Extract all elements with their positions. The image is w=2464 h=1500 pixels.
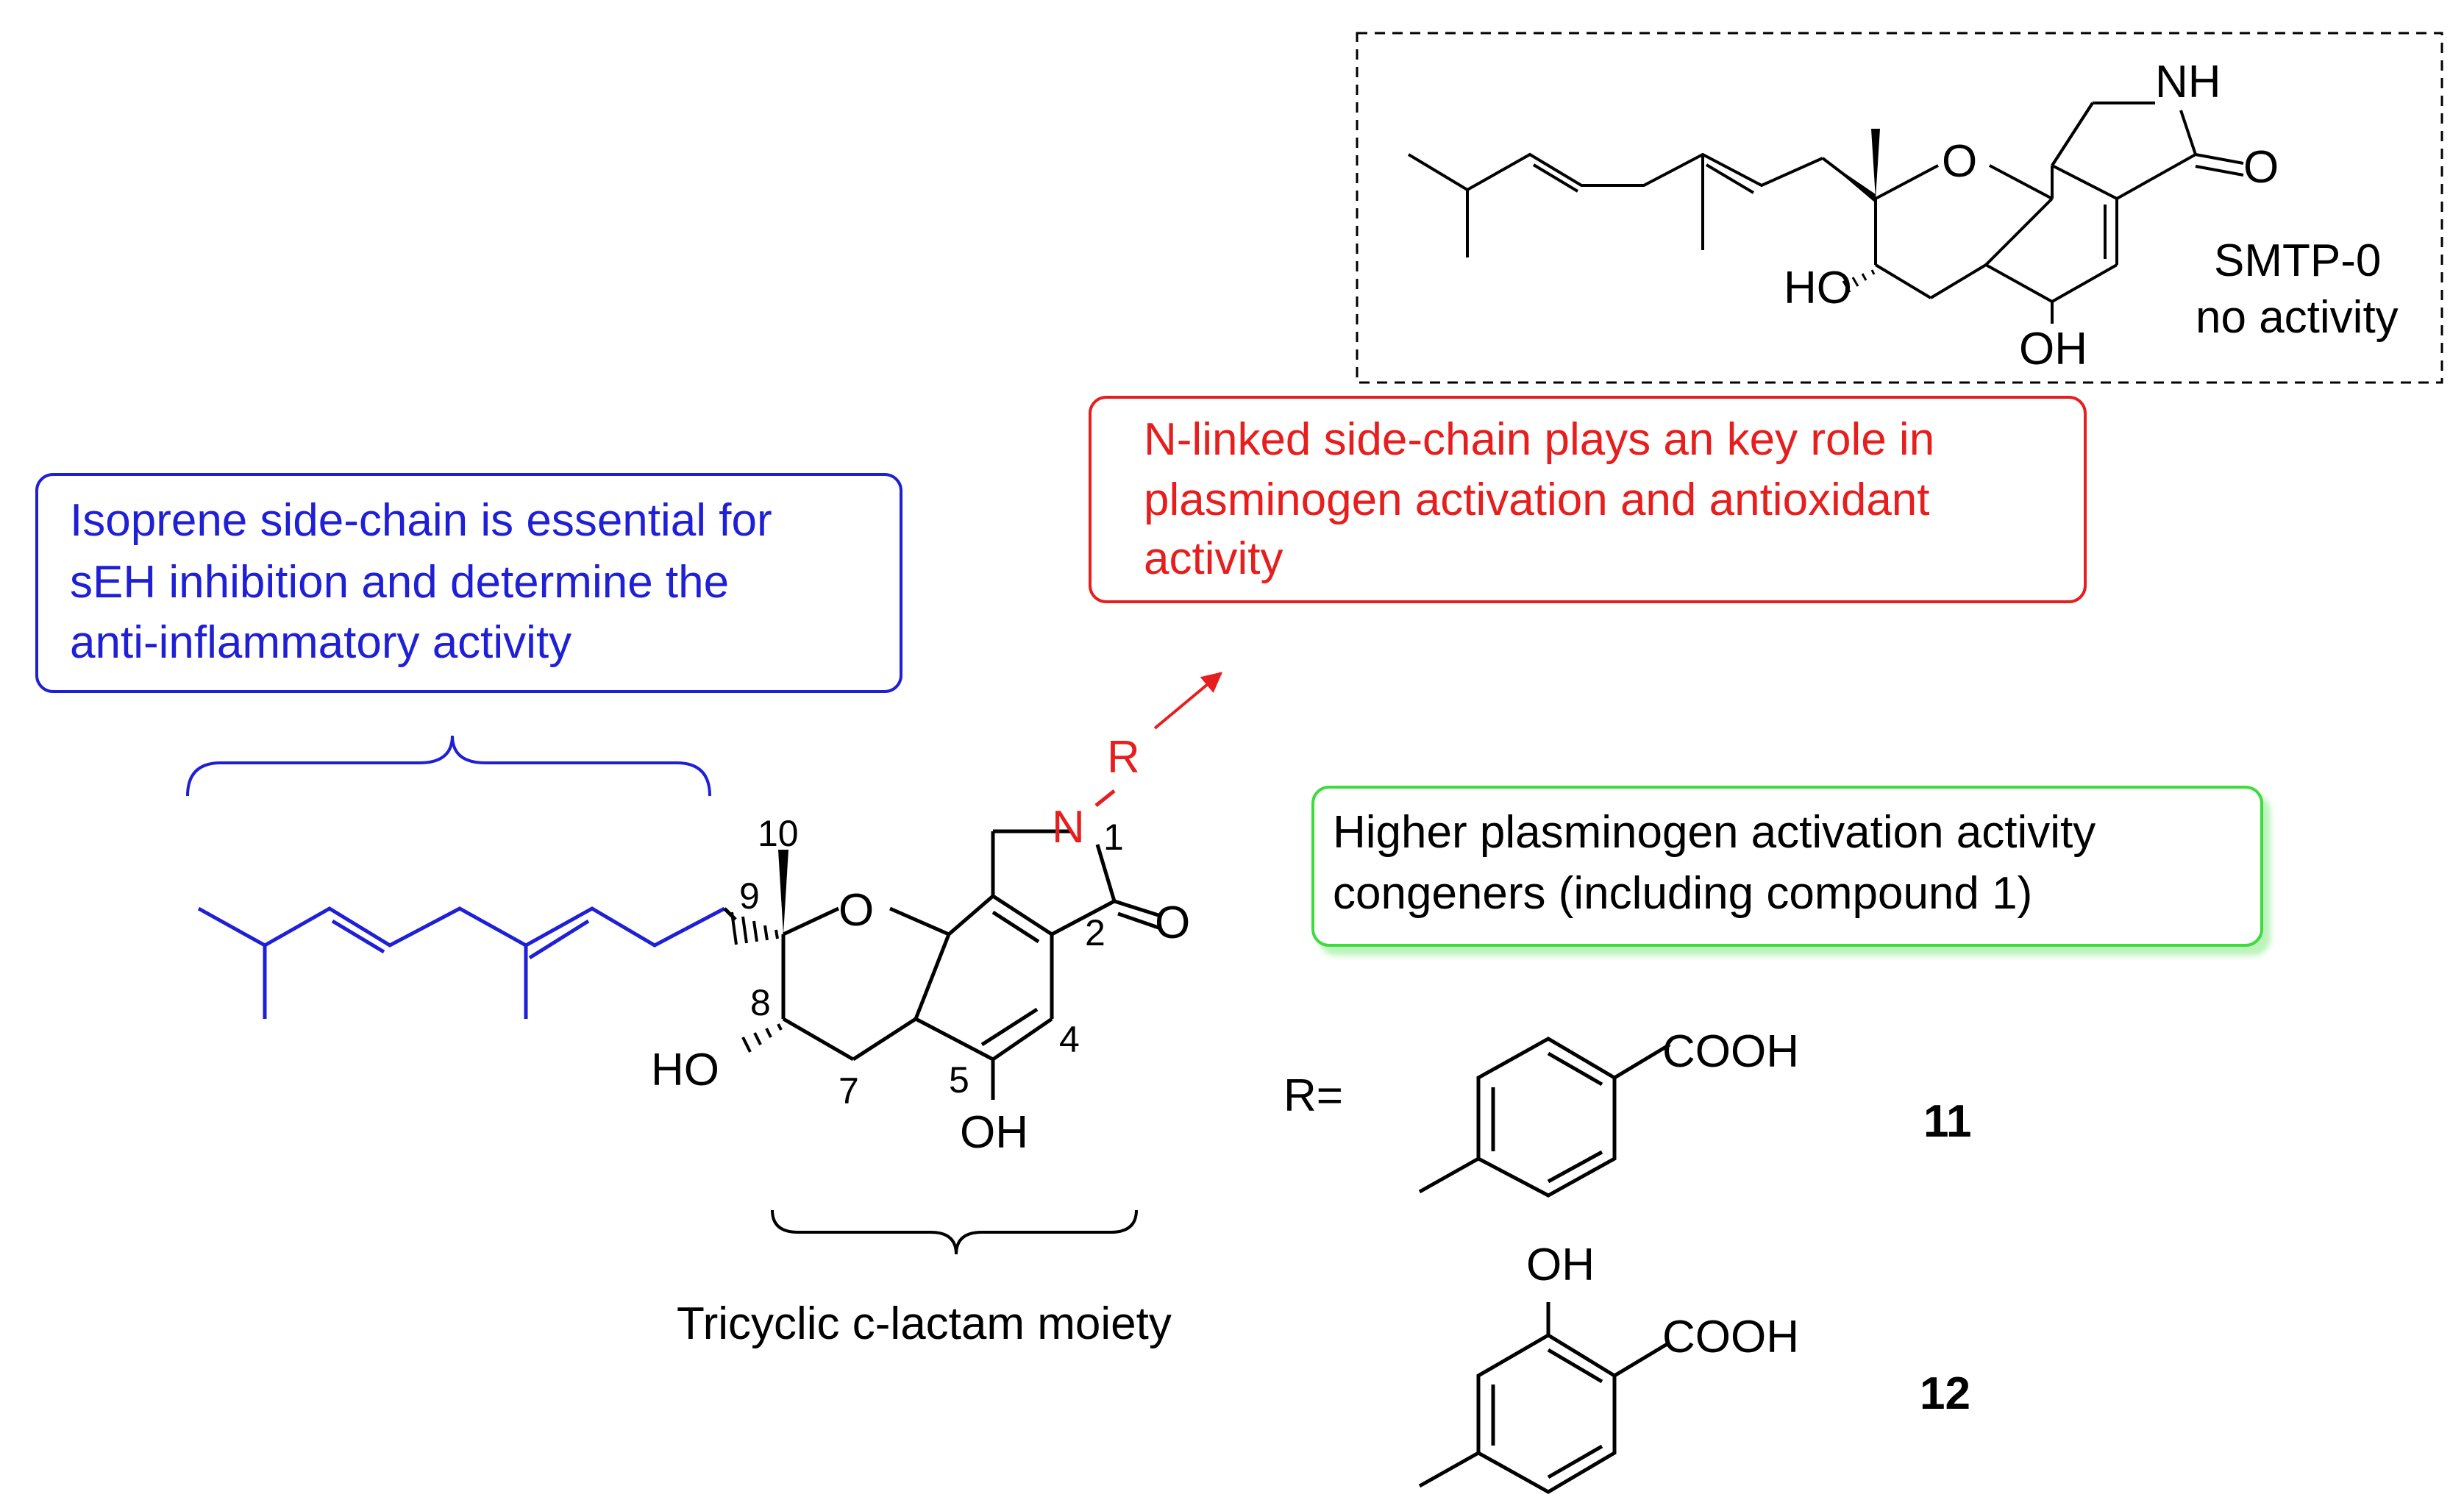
c10-methyl-wedge	[778, 850, 788, 934]
tricyclic-caption: Tricyclic c-lactam moiety	[677, 1298, 1172, 1349]
c9-chain-bond	[723, 907, 737, 921]
red-box: N-linked side-chain plays an key role in…	[1089, 396, 2087, 603]
smtp0-ring-system	[1821, 102, 2244, 324]
atom-number-1: 1	[1103, 817, 1124, 858]
atom-number-8: 8	[750, 982, 771, 1023]
r-equals-label: R=	[1283, 1070, 1343, 1121]
smtp0-geranyl-chain	[1407, 152, 1823, 257]
tricyclic-brace	[771, 1209, 1138, 1255]
atom-number-2: 2	[1085, 912, 1105, 953]
compound-12-label: 12	[1920, 1368, 1970, 1419]
red-box-line-1: N-linked side-chain plays an key role in	[1144, 414, 1934, 465]
red-box-line-3: activity	[1144, 533, 1283, 584]
smtp0-wedge-bond	[1823, 158, 1876, 203]
main-carbonyl-oxygen: O	[1155, 897, 1190, 948]
substituent-11-cooh: COOH	[1662, 1026, 1799, 1077]
blue-box-line-3: anti-inflammatory activity	[70, 617, 572, 668]
compound-11-label: 11	[1923, 1096, 1972, 1147]
smtp0-name: SMTP-0	[2214, 235, 2381, 286]
main-ring-system	[781, 829, 1161, 1100]
smtp0-carbonyl-oxygen: O	[2243, 142, 2279, 193]
isoprene-brace	[186, 735, 711, 797]
n-r-bond	[1094, 789, 1116, 807]
blue-box-line-1: Isoprene side-chain is essential for	[70, 495, 772, 546]
substituent-11	[1418, 1037, 1671, 1198]
c8-hash-bond	[741, 1023, 783, 1053]
smtp0-activity-note: no activity	[2196, 292, 2399, 343]
r-arrow	[1153, 672, 1223, 730]
main-ring-oxygen: O	[838, 885, 874, 936]
atom-number-9: 9	[739, 875, 760, 917]
atom-number-5: 5	[949, 1059, 969, 1101]
smtp0-methyl-wedge	[1871, 129, 1880, 199]
substituent-12-cooh: COOH	[1662, 1312, 1799, 1362]
smtp0-oh-label: OH	[2019, 324, 2087, 374]
substituent-12	[1418, 1302, 1671, 1494]
main-nitrogen: N	[1052, 802, 1085, 853]
blue-box: Isoprene side-chain is essential for sEH…	[35, 473, 902, 693]
green-box-line-2: congeners (including compound 1)	[1333, 868, 2032, 919]
smtp0-ring-oxygen: O	[1942, 136, 1977, 187]
smtp0-hash-bond	[1842, 269, 1876, 293]
atom-number-7: 7	[838, 1070, 859, 1112]
atom-number-4: 4	[1059, 1019, 1080, 1060]
smtp0-ho-label: HO	[1784, 263, 1852, 313]
smtp0-nh-label: NH	[2155, 57, 2221, 107]
main-oh-label: OH	[960, 1107, 1028, 1158]
red-box-line-2: plasminogen activation and antioxidant	[1144, 474, 1930, 525]
blue-box-line-2: sEH inhibition and determine the	[70, 557, 729, 608]
c9-hash-bond	[730, 911, 779, 945]
smtp0-box: O NH O HO OH SMTP-0 no activity	[1356, 32, 2443, 384]
green-box: Higher plasminogen activation activity c…	[1311, 786, 2263, 947]
atom-number-10: 10	[758, 813, 799, 854]
green-box-line-1: Higher plasminogen activation activity	[1333, 807, 2096, 858]
main-r-group: R	[1107, 732, 1140, 783]
substituent-12-oh: OH	[1526, 1240, 1595, 1290]
main-ho-label: HO	[651, 1045, 719, 1095]
isoprene-side-chain	[197, 906, 726, 1019]
